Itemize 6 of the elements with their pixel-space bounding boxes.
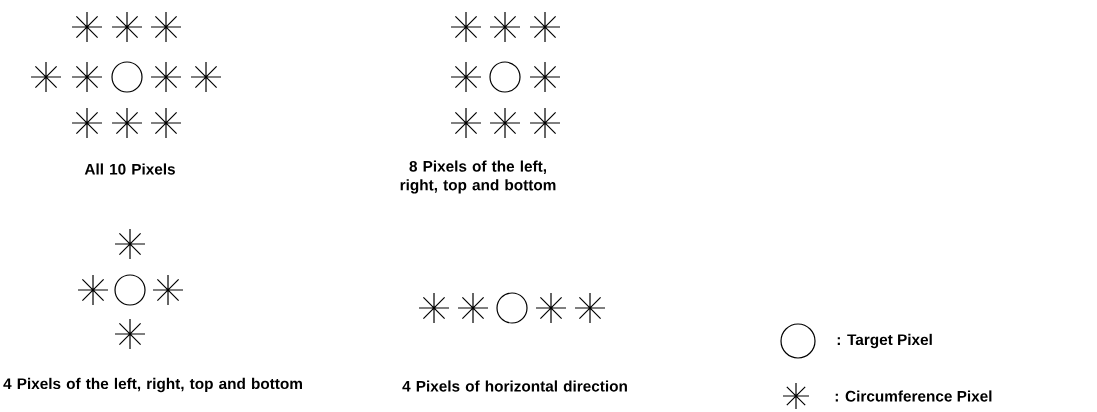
caption: All 10 Pixels [84,163,175,175]
caption: 4 Pixels of the left, right, top and bottom [3,377,302,393]
legend-label: : Target Pixel [837,333,932,349]
legend-label: : Circumference Pixel [835,390,992,402]
caption: 4 Pixels of horizontal direction [402,380,627,392]
caption: 8 Pixels of the left, right, top and bottom [400,160,556,194]
